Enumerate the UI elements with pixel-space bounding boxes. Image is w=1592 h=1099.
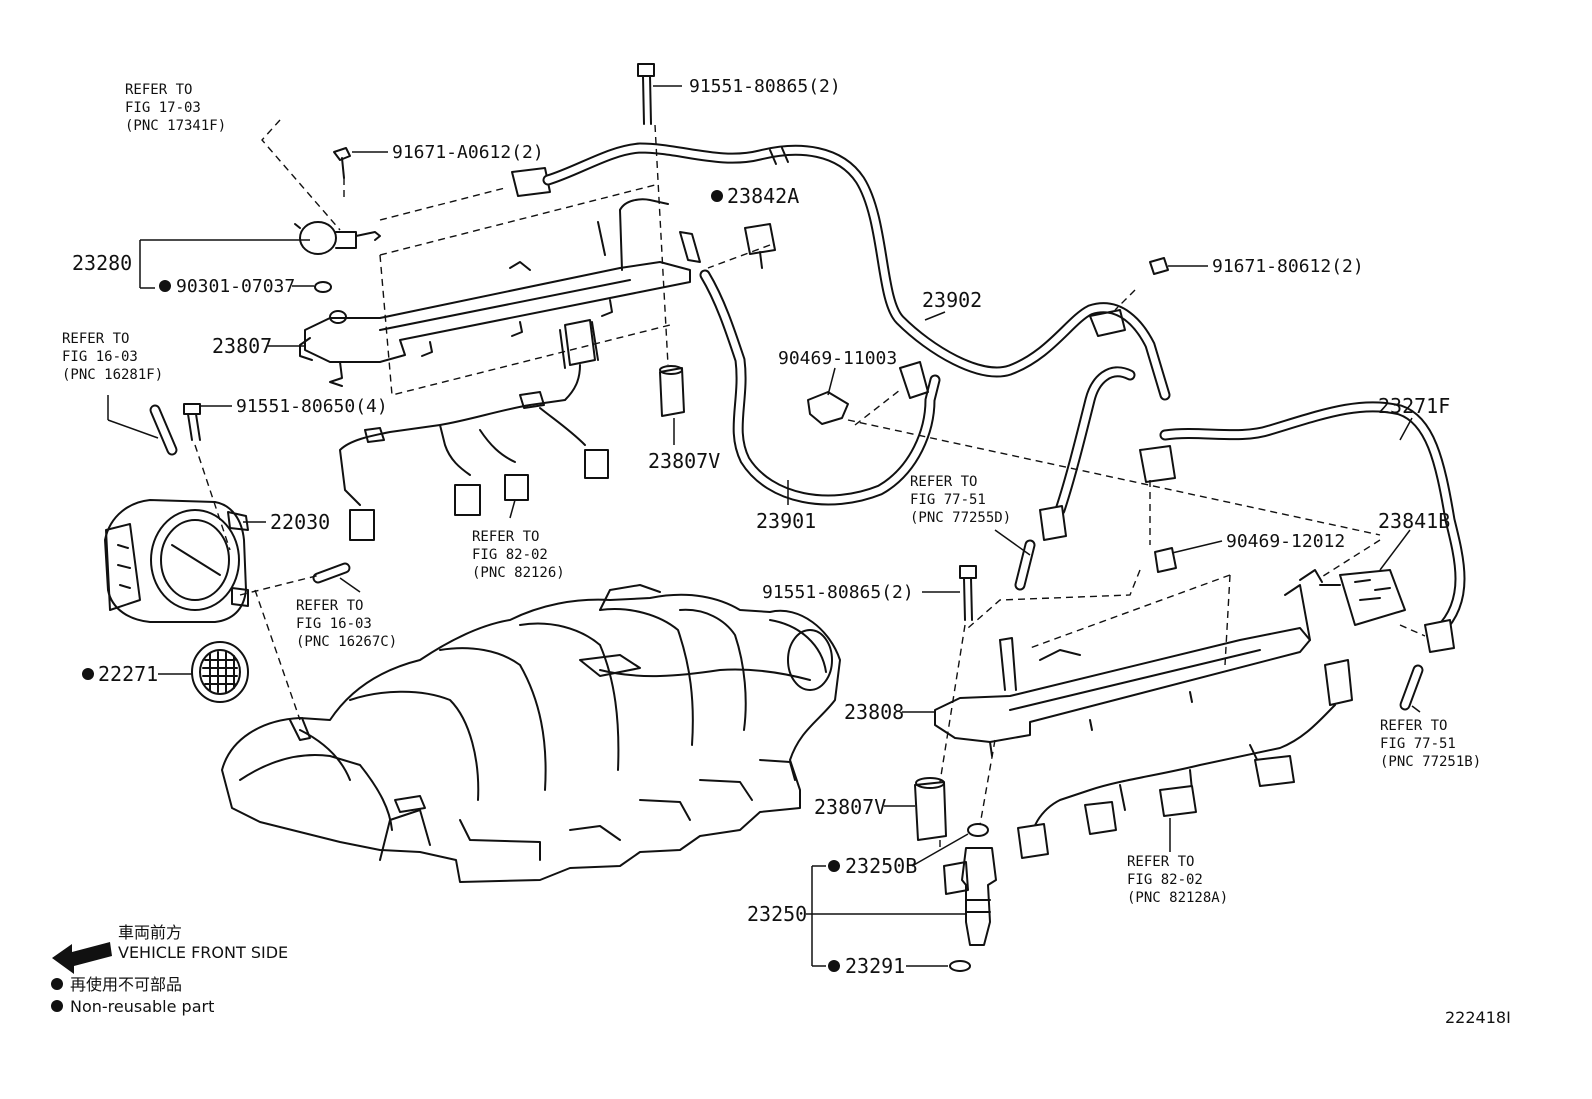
ref-77-51-a: REFER TO FIG 77-51 (PNC 77255D) — [910, 474, 1011, 526]
ref-17-03-line3: (PNC 17341F) — [125, 118, 226, 134]
ref-77-51-b-line3: (PNC 77251B) — [1380, 754, 1481, 770]
ref-82-02-a-line3: (PNC 82126) — [472, 565, 565, 581]
label-23902: 23902 — [922, 288, 982, 312]
bolt-91551-80865-top — [637, 63, 655, 125]
check-valve-23841b — [1319, 569, 1406, 626]
reference-labels: REFER TO FIG 17-03 (PNC 17341F) REFER TO… — [62, 82, 1481, 906]
label-90469-11003: 90469-11003 — [778, 348, 897, 369]
label-90469-12012: 90469-12012 — [1226, 531, 1345, 552]
label-23901: 23901 — [756, 509, 816, 533]
ref-17-03-line2: FIG 17-03 — [125, 100, 201, 116]
assembly-lines — [194, 119, 1426, 850]
bolt-91551-80650 — [183, 403, 201, 441]
fuel-hose-23901 — [679, 231, 941, 506]
part-labels: 91551-80865(2) 91671-A0612(2) 23842A 232… — [72, 76, 1450, 978]
intake-manifold — [221, 584, 841, 883]
clip-90469-12012 — [1154, 547, 1177, 573]
wire-harness-left — [339, 319, 609, 541]
label-23807v-top: 23807V — [648, 449, 720, 473]
label-91671-80612: 91671-80612(2) — [1212, 256, 1364, 277]
label-23808: 23808 — [844, 700, 904, 724]
label-91551-80865-bottom: 91551-80865(2) — [762, 582, 914, 603]
ref-16-03-a: REFER TO FIG 16-03 (PNC 16281F) — [62, 331, 163, 383]
bolt-91671-a0612 — [333, 147, 351, 179]
label-23291: 23291 — [845, 954, 905, 978]
label-22030: 22030 — [270, 510, 330, 534]
ref-16-03-a-line2: FIG 16-03 — [62, 349, 138, 365]
bolt-91671-80612 — [1149, 257, 1169, 275]
label-23280: 23280 — [72, 251, 132, 275]
ref-77-51-a-line2: FIG 77-51 — [910, 492, 986, 508]
ref-82-02-b-line1: REFER TO — [1127, 854, 1194, 870]
ref-77-51-a-line1: REFER TO — [910, 474, 977, 490]
figure-id: 222418I — [1445, 1008, 1511, 1027]
label-91551-80865-top: 91551-80865(2) — [689, 76, 841, 97]
fuel-pressure-sensor — [294, 221, 381, 255]
legend-nonreuse-en: Non-reusable part — [70, 997, 214, 1016]
label-23250: 23250 — [747, 902, 807, 926]
label-23842a: 23842A — [727, 184, 799, 208]
legend-dot-icon — [51, 978, 63, 990]
label-23807: 23807 — [212, 334, 272, 358]
throttle-hose — [312, 562, 351, 584]
fuel-injector — [943, 823, 997, 972]
ref-16-03-b-line3: (PNC 16267C) — [296, 634, 397, 650]
label-91551-80650: 91551-80650(4) — [236, 396, 388, 417]
label-23250b: 23250B — [845, 854, 917, 878]
ref-16-03-a-line3: (PNC 16281F) — [62, 367, 163, 383]
leader-lines — [107, 85, 1421, 967]
wire-harness-right — [1017, 659, 1353, 859]
ref-77-51-a-line3: (PNC 77255D) — [910, 510, 1011, 526]
ref-77-51-b: REFER TO FIG 77-51 (PNC 77251B) — [1380, 718, 1481, 770]
ref-82-02-b-line3: (PNC 82128A) — [1127, 890, 1228, 906]
ref-77-51-b-line1: REFER TO — [1380, 718, 1447, 734]
label-22271: 22271 — [98, 662, 158, 686]
ref-82-02-a: REFER TO FIG 82-02 (PNC 82126) — [472, 529, 565, 581]
check-valve-23842a — [744, 223, 776, 269]
vehicle-front-arrow-icon — [52, 942, 112, 974]
throttle-body — [104, 499, 249, 623]
ref-16-03-b: REFER TO FIG 16-03 (PNC 16267C) — [296, 598, 397, 650]
left-fuel-rail — [299, 198, 691, 387]
label-23807v-bottom: 23807V — [814, 795, 886, 819]
fuel-hose-77255d — [1014, 366, 1136, 591]
gasket-90301 — [314, 281, 332, 293]
legend-dot-icon — [51, 1000, 63, 1012]
legend-front-en: VEHICLE FRONT SIDE — [118, 943, 288, 962]
legend: 車両前方 VEHICLE FRONT SIDE 再使用不可部品 Non-reus… — [51, 923, 288, 1016]
ref-82-02-a-line1: REFER TO — [472, 529, 539, 545]
legend-nonreuse-jp: 再使用不可部品 — [70, 975, 182, 994]
ref-16-03-b-line1: REFER TO — [296, 598, 363, 614]
non-reusable-markers — [82, 190, 840, 972]
legend-front-jp: 車両前方 — [118, 923, 182, 942]
fuel-hose-23271f — [1139, 401, 1466, 711]
label-23271f: 23271F — [1378, 394, 1450, 418]
bolt-91551-80865-bottom — [959, 565, 977, 621]
ref-82-02-a-line2: FIG 82-02 — [472, 547, 548, 563]
ref-82-02-b-line2: FIG 82-02 — [1127, 872, 1203, 888]
clip-90469-11003 — [807, 361, 929, 425]
ref-77-51-b-line2: FIG 77-51 — [1380, 736, 1456, 752]
ref-17-03-line1: REFER TO — [125, 82, 192, 98]
ref-16-03-a-line1: REFER TO — [62, 331, 129, 347]
gasket-22271 — [191, 641, 249, 703]
pcv-hose-left — [149, 404, 178, 456]
ref-82-02-b: REFER TO FIG 82-02 (PNC 82128A) — [1127, 854, 1228, 906]
hose-connector-top — [511, 167, 551, 197]
pulsation-damper-top — [659, 365, 685, 417]
label-23841b: 23841B — [1378, 509, 1450, 533]
right-fuel-rail — [934, 569, 1323, 757]
pulsation-damper-bottom — [914, 777, 947, 841]
label-91671-a0612: 91671-A0612(2) — [392, 142, 544, 163]
fuel-hose-23902 — [542, 142, 1171, 401]
ref-16-03-b-line2: FIG 16-03 — [296, 616, 372, 632]
ref-17-03: REFER TO FIG 17-03 (PNC 17341F) — [125, 82, 226, 134]
label-90301-07037: 90301-07037 — [176, 276, 295, 297]
